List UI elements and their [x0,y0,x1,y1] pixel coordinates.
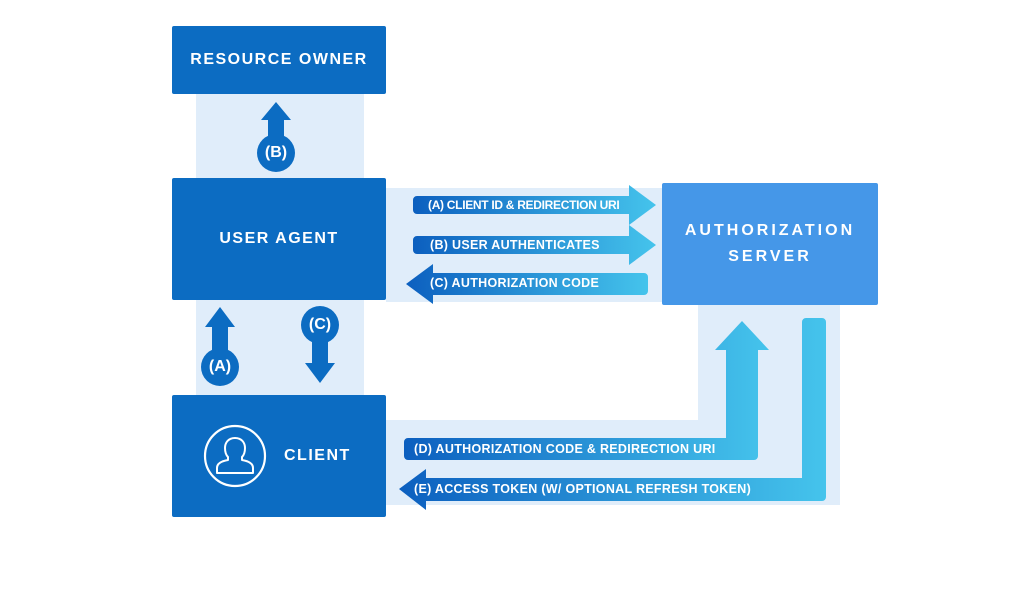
flow-label-b: (B) USER AUTHENTICATES [430,238,600,252]
flow-arrow-e [399,318,826,510]
flow-label-c: (C) AUTHORIZATION CODE [430,276,600,290]
resource-owner-box: RESOURCE OWNER [172,26,386,94]
arrow-c-down [301,306,339,383]
flow-arrow-a [413,185,656,225]
step-a-label: (A) [208,358,232,375]
flow-arrow-d [404,321,769,460]
user-agent-label: USER AGENT [219,230,339,247]
flow-label-d: (D) AUTHORIZATION CODE & REDIRECTION URI [414,442,716,456]
resource-owner-label: RESOURCE OWNER [190,51,368,68]
client-label: CLIENT [284,447,351,464]
authorization-server-label-2: SERVER [728,248,812,265]
flow-label-e: (E) ACCESS TOKEN (W/ OPTIONAL REFRESH TO… [414,482,752,496]
authorization-server-box: AUTHORIZATION SERVER [662,183,878,305]
step-c-label: (C) [308,316,332,333]
flow-label-a: (A) CLIENT ID & REDIRECTION URI [428,198,620,212]
user-agent-box: USER AGENT [172,178,386,300]
arrow-a-up [201,307,239,386]
flow-arrow-c [406,264,648,304]
client-box: CLIENT [172,395,386,517]
step-b-label: (B) [264,144,288,161]
user-icon [203,424,267,488]
authorization-server-label-1: AUTHORIZATION [684,222,856,239]
arrow-b-up [257,102,295,172]
flow-arrow-b [413,225,656,265]
